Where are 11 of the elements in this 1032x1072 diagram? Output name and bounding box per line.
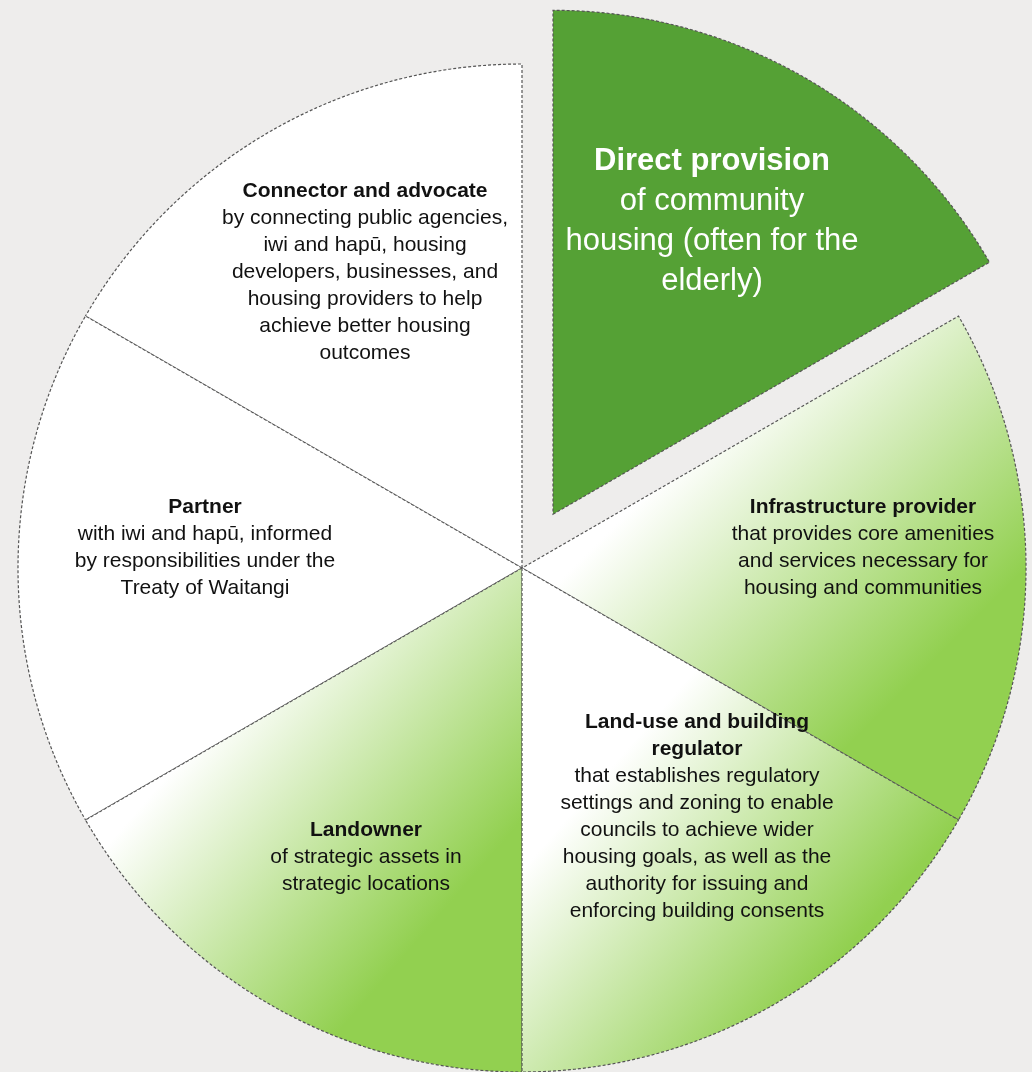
segment-heading: Landowner [309, 816, 423, 842]
segment-description: of strategic assets in strategic locations [269, 843, 463, 896]
segment-description: that provides core amenities and services necessary for housing and communities [730, 520, 996, 600]
segment-description: that establishes regulatory settings and zoning to enable councils to achieve wider housing goals, as well as the authority for issuing and enforcing building consents [559, 762, 835, 923]
segment-heading: Connector and advocate [241, 177, 489, 203]
segment-heading: Partner [167, 493, 243, 519]
segment-description: with iwi and hapū, informed by responsibilities under the Treaty of Waitangi [73, 520, 337, 600]
segment-heading: Direct provision [593, 141, 831, 179]
segment-description: by connecting public agencies, iwi and hapū, housing developers, businesses, and housing providers to help achieve better housing outcomes [221, 204, 509, 365]
segment-description: of community housing (often for the elderly) [564, 181, 860, 299]
segment-heading: Infrastructure provider [748, 493, 978, 519]
